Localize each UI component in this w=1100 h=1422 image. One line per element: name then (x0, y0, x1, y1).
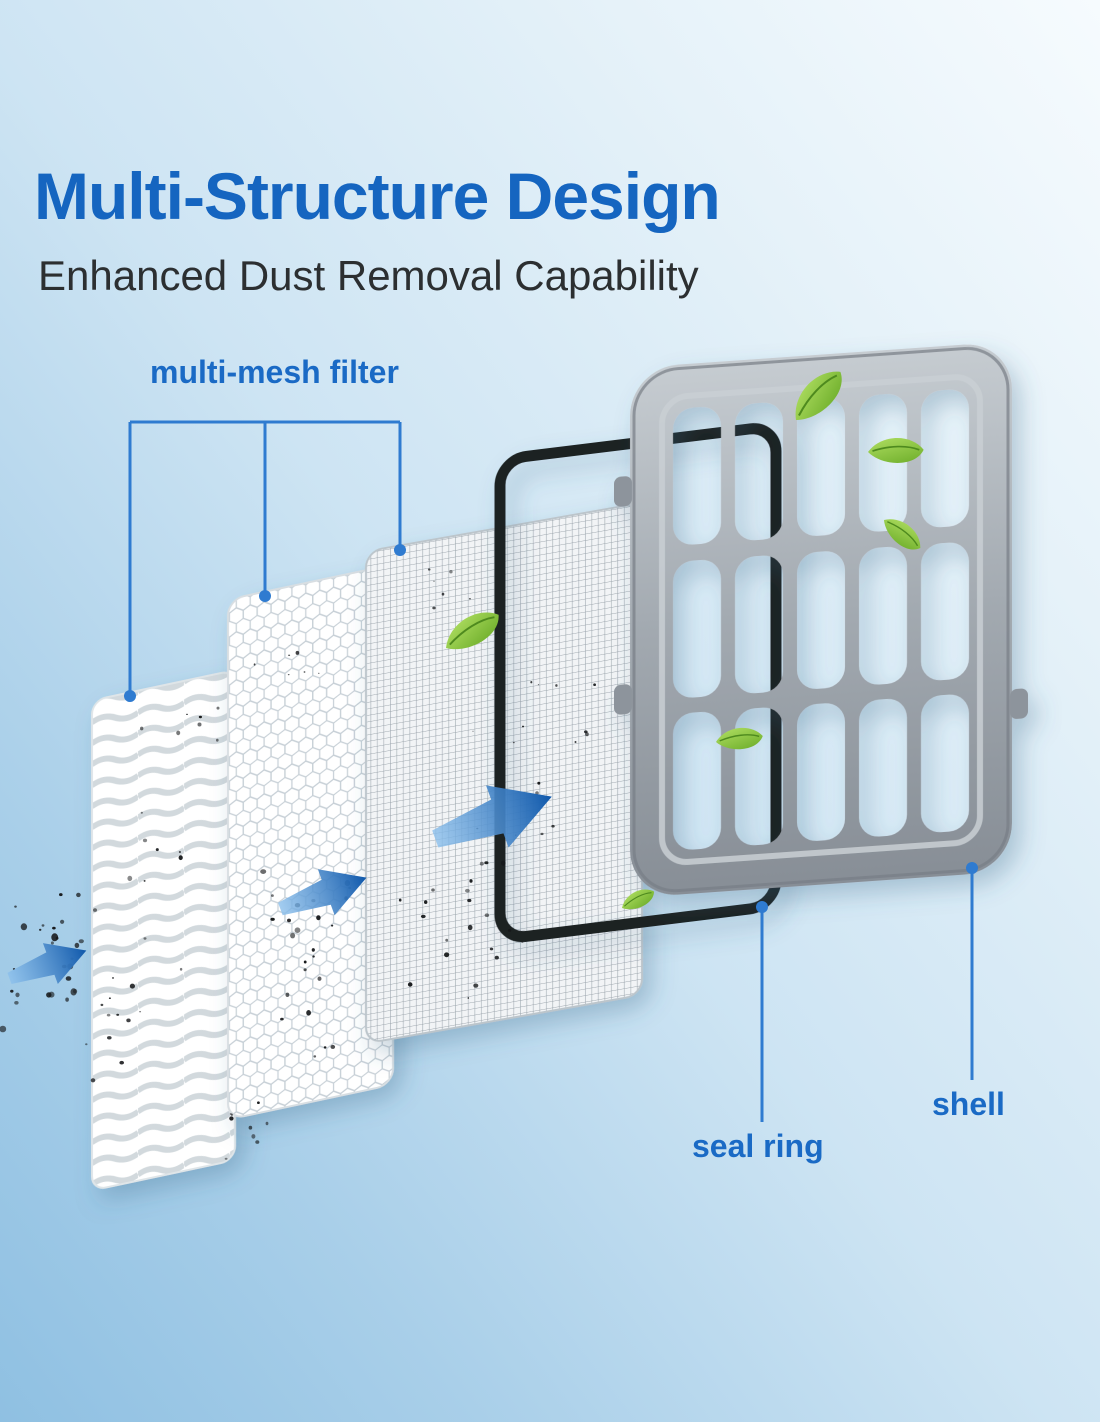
shell (614, 344, 1028, 895)
leader-dot (259, 590, 271, 602)
label-shell: shell (932, 1086, 1005, 1122)
leader-dot (756, 901, 768, 913)
leader-dot (966, 862, 978, 874)
shell-clip-tab (1010, 688, 1028, 719)
shell-clip-tab (614, 476, 632, 507)
leader-dot (394, 544, 406, 556)
label-multi-mesh-filter: multi-mesh filter (150, 354, 399, 390)
leader-lines (128, 420, 974, 1122)
shell-clip-tab (614, 684, 632, 715)
multi-mesh-leader-line (128, 420, 402, 692)
page-subtitle: Enhanced Dust Removal Capability (38, 252, 699, 299)
leader-dot (124, 690, 136, 702)
label-seal-ring: seal ring (692, 1128, 824, 1164)
page-title: Multi-Structure Design (34, 159, 721, 233)
leader-dots (124, 544, 978, 913)
pleated-filter-layer (91, 671, 236, 1189)
